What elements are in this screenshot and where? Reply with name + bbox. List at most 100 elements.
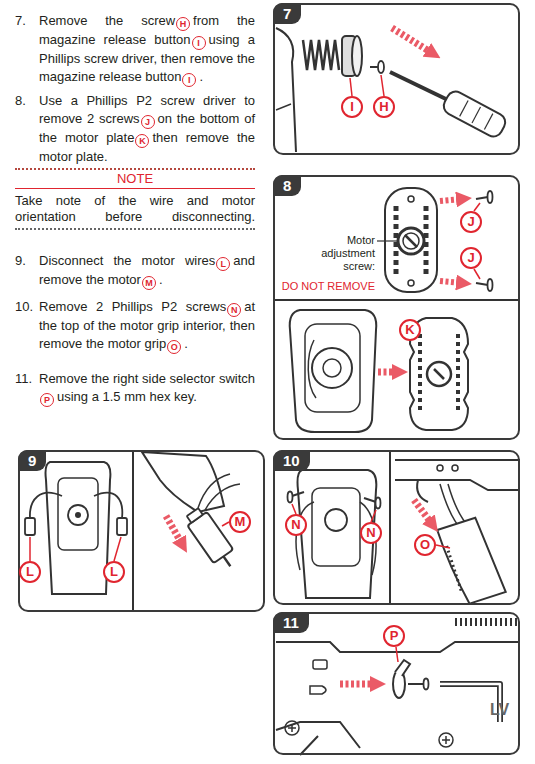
screw-shaft: [370, 66, 379, 68]
step-number: 10: [273, 450, 310, 471]
motor-wire: [448, 484, 470, 528]
callout-letter: H: [375, 98, 393, 116]
screw-shaft: [292, 492, 304, 496]
instruction-text: using a 1.5 mm hex key.: [57, 389, 197, 404]
leader-line: [292, 504, 296, 514]
callout-letter: K: [401, 321, 419, 339]
instruction-text: Remove the screw: [39, 13, 175, 28]
instruction-text: .: [184, 336, 188, 351]
callout-letter: N: [287, 516, 305, 534]
motor-shaft: [223, 556, 230, 566]
release-button: [342, 36, 356, 76]
callout-letter: M: [142, 276, 156, 290]
note-box: NOTETake note of the wire and motor orie…: [15, 168, 255, 230]
motor-wire: [94, 493, 122, 518]
leader-line: [474, 203, 480, 211]
callout-circle: M: [229, 511, 251, 533]
motor-wire: [308, 340, 316, 398]
callout-letter: J: [141, 115, 155, 129]
grip-interior: [305, 324, 360, 412]
step-number: 9.: [15, 252, 26, 270]
direction-arrow: [440, 281, 462, 283]
leader-line: [396, 647, 398, 662]
callout-letter: M: [231, 513, 249, 531]
callout-circle: L: [19, 561, 41, 583]
callout-letter: I: [343, 98, 361, 116]
leader-line: [371, 510, 376, 522]
motor-body: [187, 512, 233, 563]
callout-letter: I: [192, 36, 206, 50]
instruction-text: .: [159, 272, 163, 287]
leader-line: [474, 269, 480, 279]
pin: [285, 721, 299, 735]
screw-slot: [405, 235, 417, 247]
pin: [437, 465, 443, 471]
plate-slots: [456, 334, 460, 414]
selector-switch: [393, 670, 405, 698]
motor-wire: [296, 502, 314, 570]
grip-serrations: [447, 546, 462, 594]
selector-mark: [310, 686, 326, 694]
receiver-outline: [395, 460, 520, 490]
callout-letter: I: [182, 73, 196, 87]
instruction-step: 8.Use a Phillips P2 screw driver to remo…: [15, 92, 255, 166]
step-number: 7: [273, 3, 301, 24]
step-number: 8.: [15, 92, 26, 110]
screw-slot: [434, 369, 444, 379]
instruction-text: Remove 2 Phillips P2 screws: [39, 299, 226, 314]
grip-interior: [312, 488, 360, 566]
selector-lever: [395, 660, 410, 676]
grip-bottom: [46, 462, 111, 594]
step-panel: 7IH: [273, 3, 520, 155]
pin-cross: [442, 736, 450, 744]
callout-letter: K: [135, 134, 149, 148]
screwdriver-shaft: [390, 72, 448, 100]
screw-hole: [325, 509, 347, 531]
direction-arrow: [166, 516, 182, 544]
callout-letter: O: [416, 536, 434, 554]
callout-circle: P: [383, 625, 405, 647]
callout-letter: H: [176, 17, 190, 31]
selector-mark: [313, 660, 327, 669]
callout-circle: L: [103, 561, 125, 583]
callout-letter: L: [105, 563, 123, 581]
direction-arrow: [440, 199, 462, 201]
button-face: [352, 36, 362, 76]
screw-head: [488, 191, 493, 203]
step-number: 11.: [15, 370, 32, 388]
callout-letter: J: [462, 249, 480, 267]
instruction-text: Disconnect the motor wires: [39, 253, 215, 268]
instruction-body: Remove the right side selector switchPus…: [39, 370, 255, 407]
callout-letter: J: [462, 213, 480, 231]
motor-center: [323, 359, 341, 377]
grip-bottom: [290, 310, 377, 432]
leader-line: [222, 522, 229, 526]
step-number: 11: [273, 612, 309, 633]
callout-letter: N: [362, 524, 380, 542]
screw-shaft: [476, 283, 488, 285]
leader-line: [381, 75, 384, 96]
callout-circle: N: [285, 514, 307, 536]
direction-arrow: [378, 369, 398, 376]
pin: [452, 465, 458, 471]
step-panel: 10N N O: [273, 450, 520, 605]
callout-circle: H: [373, 96, 395, 118]
motor-cap: [187, 508, 203, 523]
handle-body: [441, 88, 509, 139]
callout-letter: O: [167, 340, 181, 354]
motor-wire: [198, 474, 230, 508]
leader-line: [436, 545, 450, 548]
screw-shaft: [364, 498, 376, 502]
panel-divider: [389, 450, 391, 605]
plate-slots: [418, 334, 422, 414]
wire-plug: [117, 518, 127, 535]
step-panel: 8JJK: [273, 175, 520, 440]
screwdriver-handle: [441, 88, 509, 139]
callout-letter: P: [40, 393, 54, 407]
adjustment-screw: [427, 362, 451, 386]
note-text: Take note of the wire and motor orientat…: [15, 189, 255, 228]
screw-head: [376, 498, 381, 509]
trigger: [417, 480, 428, 502]
part-label: Motor adjustment screw:: [313, 234, 375, 273]
